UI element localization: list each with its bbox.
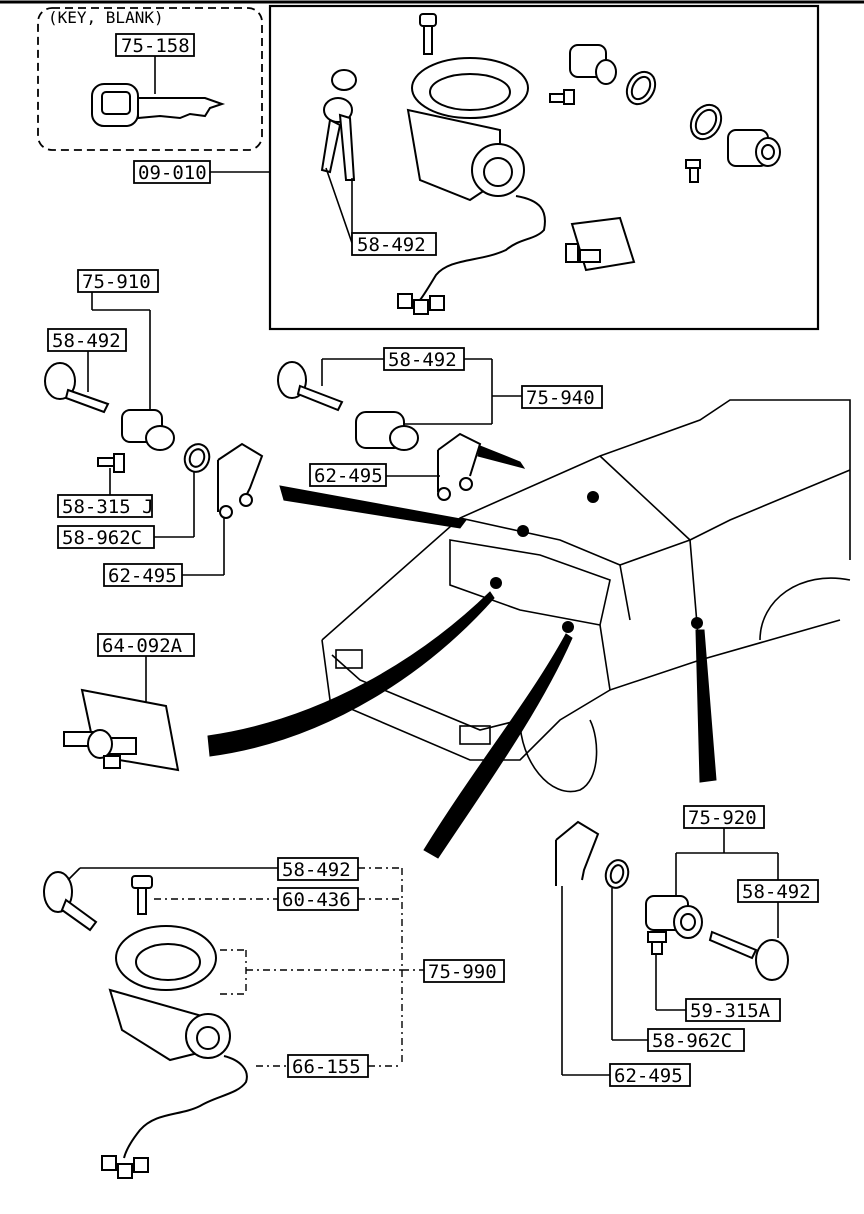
pointer-wedge-3 bbox=[207, 591, 495, 757]
screw-right-icon bbox=[647, 931, 667, 955]
door-lock-cylinder-icon bbox=[569, 44, 657, 106]
lock-set-box: 58-492 bbox=[268, 4, 820, 331]
label-set-all: 09-010 bbox=[138, 162, 207, 184]
label-screw-right: 59-315A bbox=[690, 1000, 771, 1022]
label-clip-mid: 62-495 bbox=[314, 465, 383, 487]
cylinder-right-icon bbox=[645, 895, 703, 939]
label-box-switch-assy bbox=[423, 959, 505, 983]
label-key-bottom: 58-492 bbox=[282, 859, 351, 881]
clip-right-icon bbox=[555, 820, 600, 886]
label-switch-assy: 75-990 bbox=[428, 961, 497, 983]
label-keys-top: 58-492 bbox=[357, 234, 426, 256]
group-title: (KEY, BLANK) bbox=[48, 8, 164, 27]
small-screw-icon-2 bbox=[685, 159, 701, 183]
pointer-wedge-4 bbox=[423, 633, 573, 859]
label-box-ring-left bbox=[57, 525, 155, 549]
ignition-switch-icon bbox=[101, 925, 248, 1179]
label-box-clip-mid bbox=[309, 463, 387, 487]
label-box-keys-top bbox=[351, 232, 437, 256]
key-bottom-icon bbox=[43, 871, 98, 932]
ignition-keys-icon bbox=[320, 69, 357, 181]
label-glovebox: 64-092A bbox=[102, 635, 183, 657]
label-key-blank: 75-158 bbox=[121, 35, 190, 57]
label-box-cyl-left bbox=[77, 269, 159, 293]
ring-right-icon bbox=[604, 859, 630, 889]
pointer-wedge-1 bbox=[279, 485, 467, 529]
label-key-mid: 58-492 bbox=[388, 349, 457, 371]
location-dot-1 bbox=[587, 491, 599, 503]
pointer-wedge-5 bbox=[695, 629, 717, 783]
clip-left-icon bbox=[217, 442, 264, 519]
screw-bottom-icon bbox=[131, 875, 153, 915]
glovebox-latch-icon bbox=[63, 688, 180, 772]
pickup-truck-illustration bbox=[321, 399, 851, 793]
key-blank-group: (KEY, BLANK) 75-158 bbox=[37, 7, 263, 151]
label-clip-right: 62-495 bbox=[614, 1065, 683, 1087]
label-box-screw-right bbox=[685, 998, 781, 1022]
label-key-right: 58-492 bbox=[742, 881, 811, 903]
key-left-icon bbox=[44, 362, 110, 414]
location-dot-5 bbox=[691, 617, 703, 629]
cylinder-mid-icon bbox=[355, 411, 419, 451]
clip-mid-icon bbox=[437, 432, 482, 501]
screw-left-icon bbox=[97, 453, 125, 473]
label-box-ring-right bbox=[647, 1028, 745, 1052]
key-mid-icon bbox=[277, 361, 344, 412]
label-harness: 66-155 bbox=[292, 1056, 361, 1078]
cylinder-left-icon bbox=[121, 409, 175, 451]
key-blank-icon bbox=[91, 83, 226, 127]
key-right-icon bbox=[708, 930, 789, 981]
location-dot-2 bbox=[517, 525, 529, 537]
label-cyl-mid: 75-940 bbox=[526, 387, 595, 409]
label-cyl-left: 75-910 bbox=[82, 271, 151, 293]
pointer-wedge-2 bbox=[477, 445, 526, 469]
label-box-clip-left bbox=[103, 563, 183, 587]
label-key-left: 58-492 bbox=[52, 330, 121, 352]
label-clip-left: 62-495 bbox=[108, 565, 177, 587]
label-cyl-right: 75-920 bbox=[688, 807, 757, 829]
label-box-clip-right bbox=[609, 1063, 691, 1087]
tailgate-lock-cylinder-icon bbox=[689, 103, 781, 167]
label-box-screw-left bbox=[57, 494, 153, 518]
label-ring-right: 58-962C bbox=[652, 1030, 732, 1052]
steering-lock-body-icon bbox=[397, 57, 546, 315]
label-ring-left: 58-962C bbox=[62, 527, 142, 549]
label-screw-bottom: 60-436 bbox=[282, 889, 351, 911]
label-box-harness bbox=[287, 1054, 369, 1078]
ring-left-icon bbox=[183, 443, 211, 473]
screw-icon bbox=[419, 13, 437, 55]
glovebox-lock-icon bbox=[565, 216, 636, 272]
location-dot-3 bbox=[490, 577, 502, 589]
label-box-key-left bbox=[47, 328, 127, 352]
location-dot-4 bbox=[562, 621, 574, 633]
label-screw-left: 58-315 J bbox=[62, 496, 154, 518]
label-box-key-bottom bbox=[277, 857, 359, 881]
label-box-cyl-mid bbox=[521, 385, 603, 409]
small-screw-icon bbox=[549, 89, 575, 105]
